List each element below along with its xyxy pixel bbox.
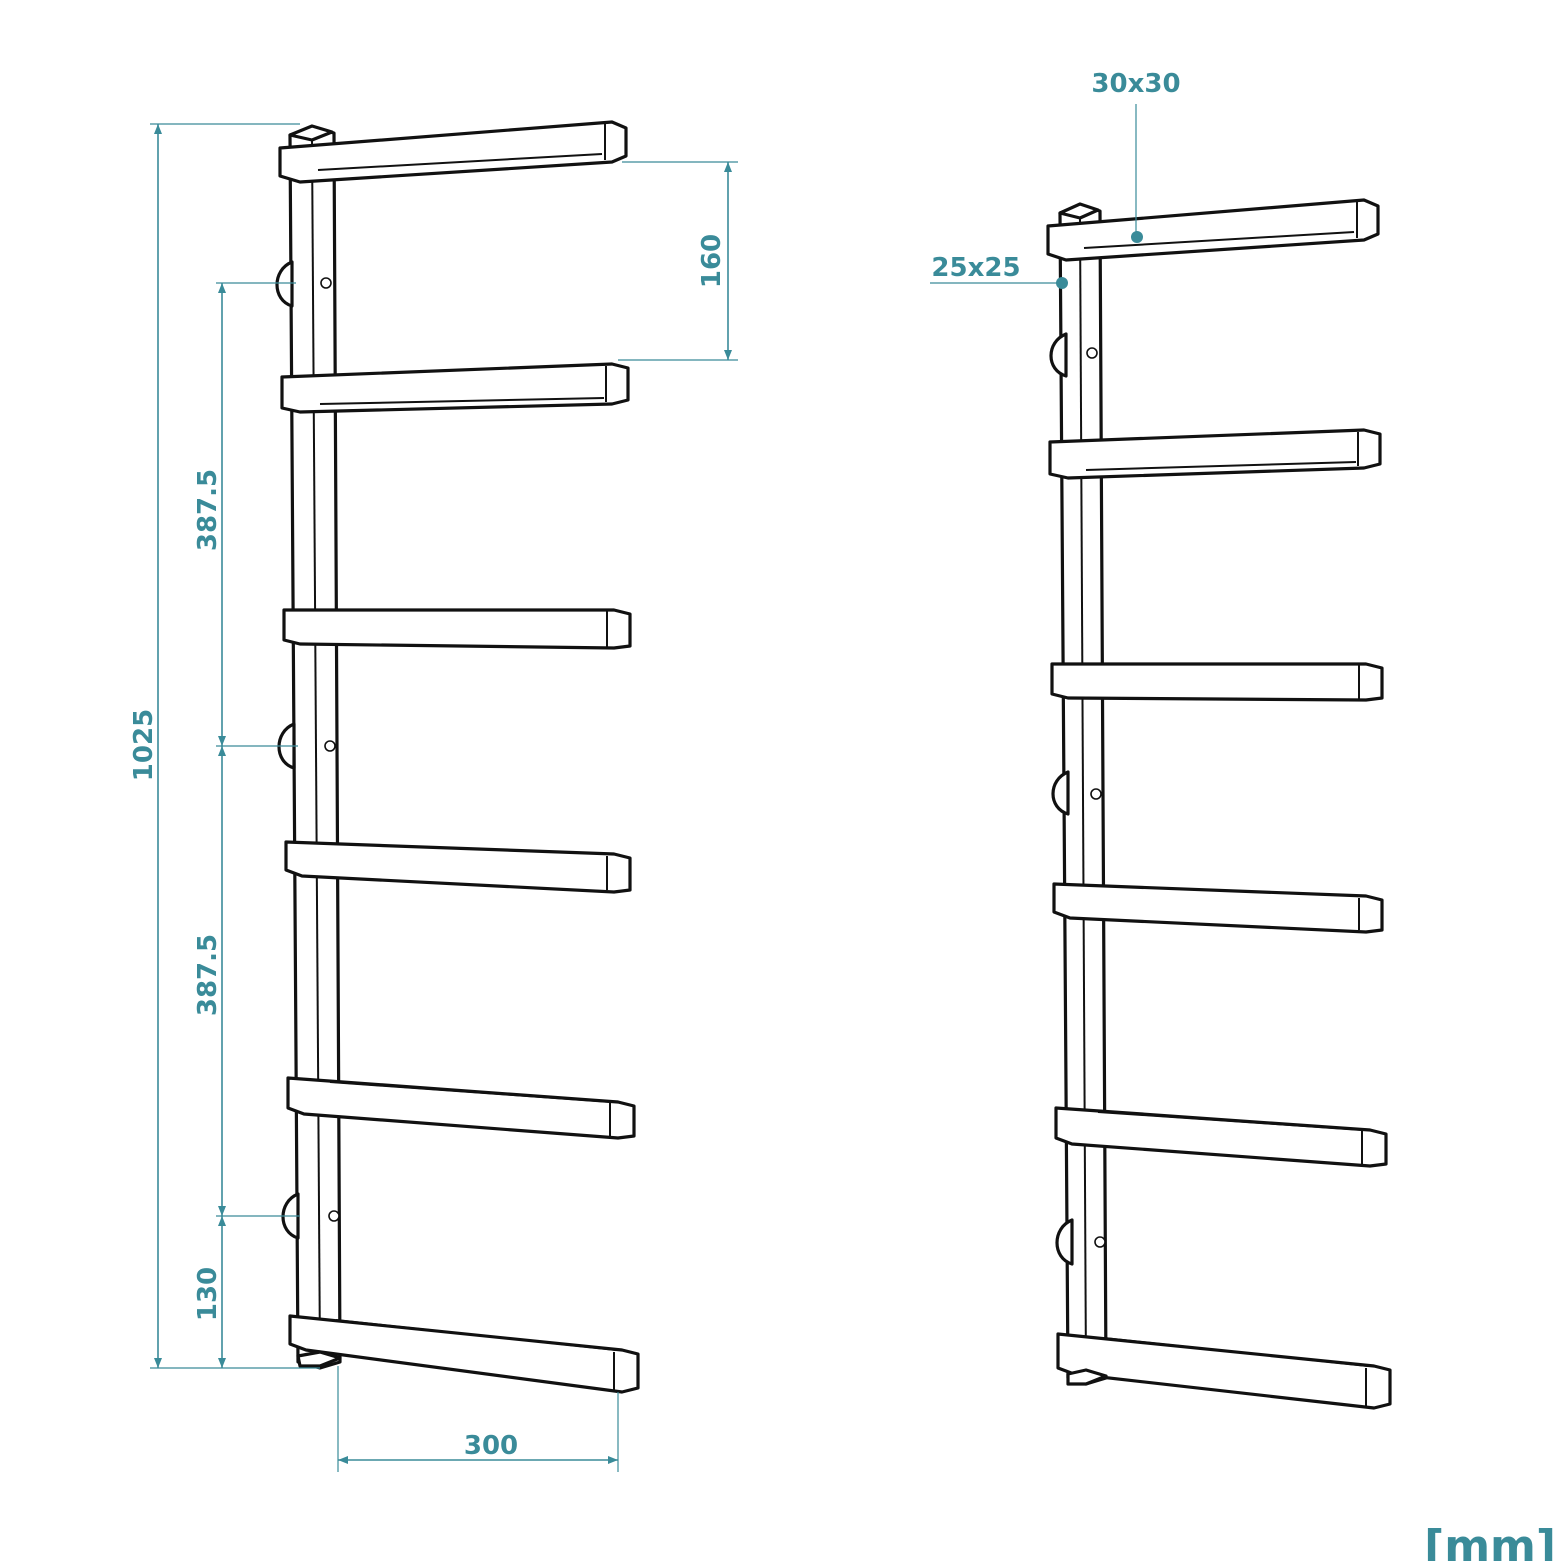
arm-length-label: 300 <box>464 1431 518 1461</box>
dimension-total-height: 1025 <box>129 123 320 1369</box>
left-arm-5 <box>286 1076 636 1140</box>
right-arm-4 <box>1052 882 1384 934</box>
right-mount-hole-3 <box>1055 1218 1106 1266</box>
left-rack <box>275 120 640 1394</box>
left-arm-6 <box>288 1314 640 1394</box>
right-arm-1 <box>1046 198 1380 262</box>
total-height-label: 1025 <box>129 709 159 781</box>
dimension-bottom-offset: 130 <box>193 1216 226 1368</box>
arm-spacing-label: 160 <box>697 234 727 288</box>
right-arm-3 <box>1050 662 1384 702</box>
left-arm-1 <box>278 120 628 184</box>
left-arm-2 <box>280 362 630 414</box>
bottom-offset-label: 130 <box>193 1267 223 1321</box>
left-mount-hole-1 <box>275 260 332 308</box>
left-mount-hole-3 <box>281 1192 340 1240</box>
arm-profile-label: 30x30 <box>1091 69 1180 99</box>
right-bottom-foot <box>1066 1368 1108 1386</box>
right-mount-hole-1 <box>1049 332 1098 378</box>
dimension-arm-length: 300 <box>337 1366 619 1472</box>
left-top-cap <box>288 124 334 142</box>
left-bottom-foot <box>296 1350 342 1368</box>
upright-profile-label: 25x25 <box>931 253 1020 283</box>
right-arm-2 <box>1048 428 1382 480</box>
dimension-mount-spacing-lower: 387.5 <box>193 746 300 1217</box>
right-arm-5 <box>1054 1106 1388 1168</box>
dimension-mount-spacing-upper: 387.5 <box>193 282 298 747</box>
right-top-cap <box>1058 202 1100 220</box>
upright-profile-callout: 25x25 <box>930 253 1068 289</box>
right-rack <box>1046 198 1392 1410</box>
right-mount-hole-2 <box>1051 770 1102 816</box>
right-arm-6 <box>1056 1332 1392 1410</box>
left-arm-4 <box>284 840 632 894</box>
dimension-arm-spacing: 160 <box>618 161 738 361</box>
left-arm-3 <box>282 608 632 650</box>
arm-profile-callout: 30x30 <box>1091 69 1181 243</box>
mount-spacing-upper-label: 387.5 <box>193 469 223 551</box>
unit-label: [mm] <box>1424 1521 1556 1561</box>
mount-spacing-lower-label: 387.5 <box>193 934 223 1016</box>
